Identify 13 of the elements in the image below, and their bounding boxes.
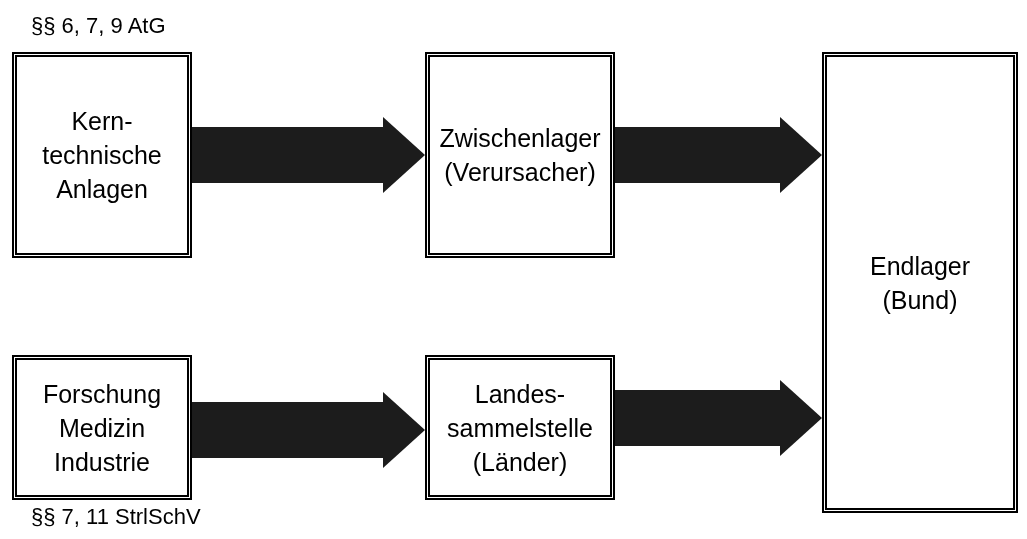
process-box xyxy=(425,52,615,258)
process-box xyxy=(425,355,615,500)
box-label: Zwischenlager (Verursacher) xyxy=(438,123,602,188)
box-label: Endlager (Bund) xyxy=(868,250,972,316)
box-label: Forschung Medizin Industrie xyxy=(41,378,163,478)
block-arrow xyxy=(192,392,425,468)
block-arrow xyxy=(192,117,425,193)
block-arrow xyxy=(615,117,822,193)
legal-reference: §§ 6, 7, 9 AtG xyxy=(31,12,166,40)
box-label: Landes- sammelstelle (Länder) xyxy=(446,378,594,478)
box-label: Kern- technische Anlagen xyxy=(41,106,163,205)
process-box xyxy=(822,52,1018,513)
legal-reference: §§ 7, 11 StrlSchV xyxy=(31,503,201,531)
